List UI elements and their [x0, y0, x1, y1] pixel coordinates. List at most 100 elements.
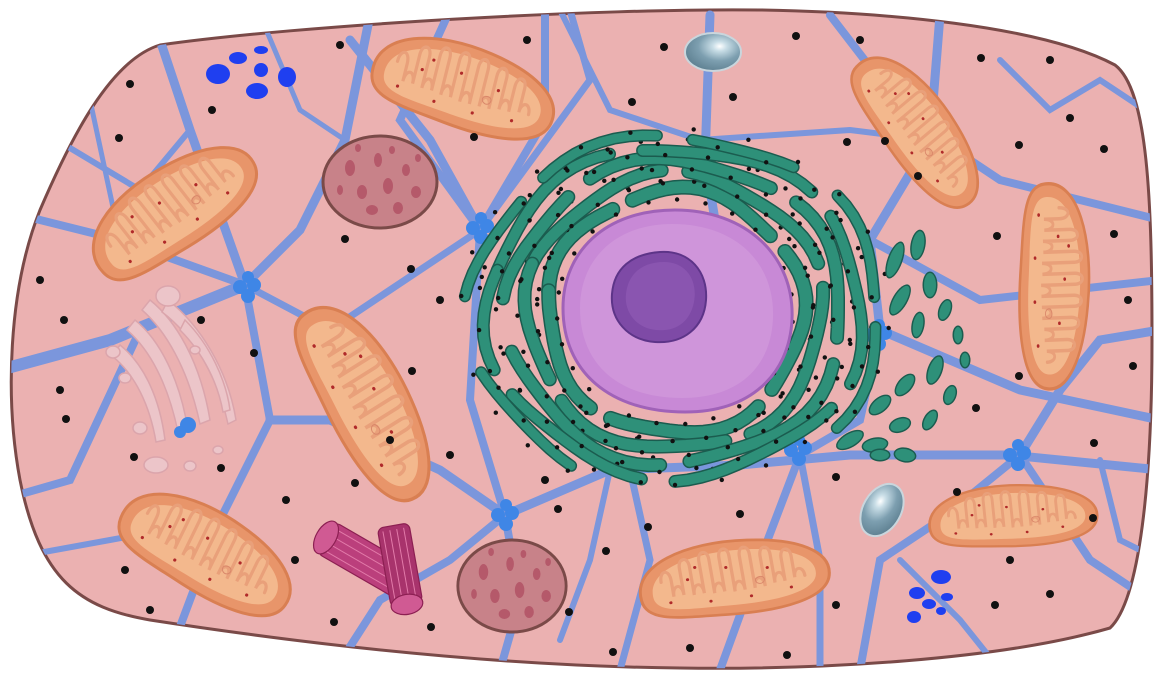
er-ribosome: [798, 196, 803, 201]
er-ribosome: [692, 179, 697, 184]
er-ribosome: [725, 445, 730, 450]
er-ribosome: [719, 477, 724, 483]
ribosome-dot: [783, 651, 791, 659]
er-cisterna: [507, 389, 647, 484]
ribosome-dot: [197, 316, 205, 324]
er-ribosome: [805, 273, 810, 278]
er-ribosome: [737, 404, 742, 409]
er-ribosome: [795, 159, 801, 165]
er-ribosome: [839, 364, 844, 370]
er-ribosome: [521, 201, 526, 206]
er-cisterna: [556, 395, 731, 453]
er-ribosome: [763, 212, 769, 217]
er-fragment: [870, 396, 890, 414]
er-ribosome: [459, 293, 464, 299]
er-fragment: [939, 300, 951, 320]
er-ribosome: [521, 349, 526, 354]
ribosome-dot: [330, 618, 338, 626]
er-ribosome: [584, 410, 589, 415]
er-ribosome: [487, 368, 493, 374]
er-fragment: [927, 356, 943, 384]
er-ribosome: [691, 127, 696, 132]
er-ribosome: [672, 482, 678, 488]
er-cisterna: [584, 152, 777, 194]
er-ribosome: [851, 305, 857, 310]
er-cisterna: [765, 245, 813, 396]
er-ribosome: [831, 317, 836, 322]
er-fragment: [871, 450, 889, 460]
ribosome-dot: [644, 523, 652, 531]
ribosome-dot: [602, 547, 610, 555]
er-ribosome: [763, 192, 769, 197]
er-ribosome: [838, 217, 843, 223]
er-ribosome: [569, 223, 574, 229]
er-ribosome: [654, 420, 659, 426]
ribosome-dot: [1090, 439, 1098, 447]
er-ribosome: [611, 177, 616, 182]
er-ribosome: [570, 419, 576, 425]
er-ribosome: [570, 366, 575, 371]
er-ribosome: [608, 150, 613, 155]
er-ribosome: [657, 469, 662, 475]
er-ribosome: [694, 465, 699, 471]
granule-cluster-bottom-right: [907, 570, 953, 623]
er-ribosome: [565, 168, 570, 173]
er-ribosome: [798, 364, 803, 369]
er-fragment: [912, 313, 924, 337]
er-ribosome: [715, 145, 720, 150]
ribosome-dot: [208, 106, 216, 114]
er-cisterna: [683, 358, 839, 467]
er-ribosome: [735, 194, 740, 199]
er-ribosome: [703, 201, 708, 206]
er-ribosome: [536, 287, 542, 292]
er-cisterna: [682, 166, 824, 269]
er-ribosome: [705, 155, 711, 160]
er-ribosome: [733, 428, 738, 433]
er-cisterna: [637, 145, 817, 197]
er-cisterna: [744, 282, 829, 440]
er-ribosome: [527, 218, 532, 223]
ribosome-dot: [386, 436, 394, 444]
er-ribosome: [753, 227, 758, 232]
ribosome-dot: [541, 476, 549, 484]
er-ribosome: [525, 443, 530, 448]
ribosome-dot: [554, 505, 562, 513]
er-ribosome: [812, 187, 817, 192]
er-ribosome: [806, 414, 811, 420]
er-ribosome: [499, 269, 505, 274]
er-ribosome: [746, 137, 751, 142]
ribosome-dot: [351, 479, 359, 487]
er-ribosome: [819, 400, 824, 405]
er-cisterna: [825, 211, 868, 389]
er-ribosome: [875, 369, 880, 374]
ribosome-dot: [130, 453, 138, 461]
ribosome-dot: [993, 232, 1001, 240]
ribosome-dot: [1129, 362, 1137, 370]
ribosome-dot: [972, 404, 980, 412]
ribosome-dot: [408, 367, 416, 375]
er-ribosome: [811, 303, 816, 308]
ribosome-dot: [953, 488, 961, 496]
er-fragment: [954, 327, 962, 343]
er-ribosome: [824, 226, 829, 231]
ribosome-dot: [832, 601, 840, 609]
er-ribosome: [813, 375, 819, 380]
er-ribosome: [828, 283, 833, 288]
er-ribosome: [527, 193, 532, 198]
ribosome-dot: [565, 608, 573, 616]
ribosome-dot: [881, 137, 889, 145]
er-ribosome: [812, 242, 818, 247]
er-ribosome: [470, 250, 475, 255]
er-ribosome: [493, 307, 499, 312]
er-cisterna: [670, 403, 837, 487]
er-cisterna: [790, 196, 844, 344]
ribosome-dot: [282, 496, 290, 504]
ribosome-dot: [736, 510, 744, 518]
er-ribosome: [506, 251, 512, 256]
er-ribosome: [518, 278, 523, 284]
er-ribosome: [869, 295, 874, 300]
er-cisterna: [506, 346, 666, 471]
er-ribosome: [835, 376, 840, 381]
